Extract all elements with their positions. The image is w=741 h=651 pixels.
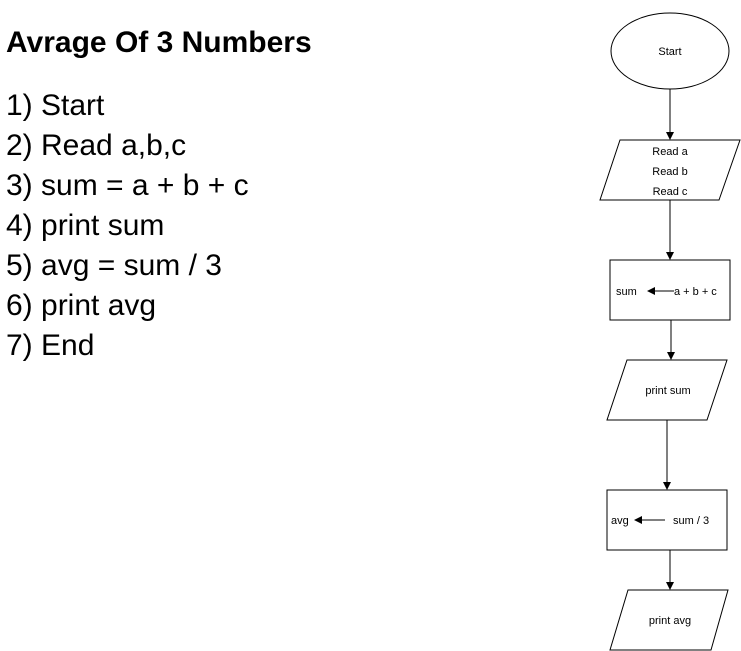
avg-target: avg bbox=[611, 515, 629, 527]
print-avg-node: print avg bbox=[609, 589, 729, 651]
print-sum-node: print sum bbox=[606, 359, 728, 421]
input-line-b: Read b bbox=[652, 166, 687, 178]
start-node: Start bbox=[610, 12, 730, 90]
avg-expression: sum / 3 bbox=[673, 515, 709, 527]
step-compute-avg: 5) avg = sum / 3 bbox=[6, 249, 222, 282]
step-start: 1) Start bbox=[6, 89, 105, 122]
input-line-a: Read a bbox=[652, 146, 688, 158]
input-node: Read a Read b Read c bbox=[599, 139, 741, 201]
avg-process-node: avg sum / 3 bbox=[606, 489, 728, 551]
sum-expression: a + b + c bbox=[674, 286, 717, 298]
step-end: 7) End bbox=[6, 329, 95, 362]
print-avg-label: print avg bbox=[649, 615, 691, 627]
step-print-sum: 4) print sum bbox=[6, 209, 165, 242]
algorithm-steps: 1) Start 2) Read a,b,c 3) sum = a + b + … bbox=[6, 86, 249, 366]
step-print-avg: 6) print avg bbox=[6, 289, 157, 322]
sum-process-node: sum a + b + c bbox=[609, 259, 731, 321]
input-line-c: Read c bbox=[653, 186, 688, 198]
step-read-input: 2) Read a,b,c bbox=[6, 129, 187, 162]
start-label: Start bbox=[658, 46, 681, 58]
algorithm-title: Avrage Of 3 Numbers bbox=[6, 26, 312, 59]
sum-target: sum bbox=[616, 286, 637, 298]
step-compute-sum: 3) sum = a + b + c bbox=[6, 169, 249, 202]
print-sum-label: print sum bbox=[645, 385, 690, 397]
